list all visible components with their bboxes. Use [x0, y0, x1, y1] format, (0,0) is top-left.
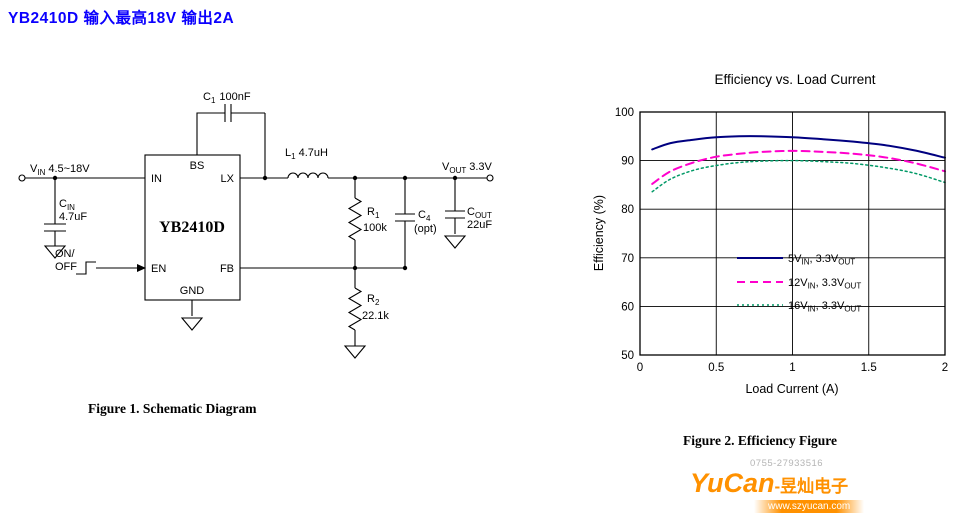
svg-text:70: 70: [621, 253, 634, 265]
svg-text:0: 0: [637, 362, 643, 374]
ic-yb2410d: BS IN LX EN FB GND YB2410D: [144, 154, 241, 301]
ground-symbol: [180, 317, 204, 331]
watermark-phone: 0755-27933516: [750, 458, 824, 469]
svg-text:0.5: 0.5: [708, 362, 724, 374]
chart-tick-labels: 0 0.5 1 1.5 2 50 60 70 80 90 100: [615, 107, 948, 374]
y-axis-label: Efficiency (%): [592, 195, 606, 271]
svg-text:1: 1: [789, 362, 795, 374]
cout-value: 22uF: [467, 219, 492, 231]
chart-series: [651, 135, 946, 193]
off-label: OFF: [55, 261, 77, 273]
resistor-r2: R2 22.1k: [343, 268, 389, 359]
pin-in: IN: [151, 173, 162, 185]
pin-en: EN: [151, 263, 166, 275]
svg-text:80: 80: [621, 204, 634, 216]
efficiency-chart: Efficiency vs. Load Current 0 0.5 1 1.5 2 50 6…: [592, 72, 948, 396]
page-title: YB2410D 输入最高18V 输出2A: [8, 10, 235, 27]
c4-label: C4: [418, 209, 431, 223]
pin-bs: BS: [190, 160, 205, 172]
chart-title: Efficiency vs. Load Current: [714, 72, 875, 87]
svg-text:60: 60: [621, 301, 634, 313]
legend-label-16vin: 16VIN, 3.3VOUT: [788, 300, 861, 314]
svg-text:2: 2: [942, 362, 948, 374]
resistor-r1: R1 100k: [347, 175, 387, 268]
on-label: ON/: [55, 248, 76, 260]
pin-gnd: GND: [180, 285, 205, 297]
watermark-site: www.szyucan.com: [754, 500, 865, 513]
plot-border: [639, 111, 946, 356]
capacitor-cout: COUT 22uF: [443, 175, 492, 249]
watermark-brand: YuCan-昱灿电子: [690, 468, 848, 499]
cout-label: COUT: [467, 206, 492, 220]
ground-symbol: [343, 345, 367, 359]
capacitor-cin: CIN 4.7uF: [43, 175, 87, 259]
svg-text:50: 50: [621, 350, 634, 362]
r2-value: 22.1k: [362, 310, 389, 322]
r1-value: 100k: [363, 222, 387, 234]
chart-legend: 5VIN, 3.3VOUT 12VIN, 3.3VOUT 16VIN, 3.3V…: [737, 253, 861, 314]
ic-name: YB2410D: [159, 219, 225, 236]
r2-label: R2: [367, 293, 380, 307]
enable-drive: ON/ OFF: [55, 248, 146, 275]
watermark-brand-cn: -昱灿电子: [774, 477, 849, 496]
arrow-icon: [137, 264, 146, 272]
cin-value: 4.7uF: [59, 211, 87, 223]
r1-label: R1: [367, 206, 380, 220]
pin-fb: FB: [220, 263, 234, 275]
svg-text:100: 100: [615, 107, 634, 119]
capacitor-c4: C4 (opt): [395, 175, 437, 268]
feedback-wire: [240, 265, 408, 271]
x-axis-label: Load Current (A): [745, 382, 838, 396]
ground-symbol: [443, 235, 467, 249]
figure1-caption: Figure 1. Schematic Diagram: [88, 401, 257, 416]
c4-value: (opt): [414, 223, 437, 235]
watermark: 0755-27933516 YuCan-昱灿电子 www.szyucan.com: [688, 452, 903, 514]
cin-label: CIN: [59, 198, 75, 212]
legend-label-12vin: 12VIN, 3.3VOUT: [788, 277, 861, 291]
gnd-pin-wire: [180, 300, 204, 331]
pulse-waveform-icon: [76, 261, 96, 275]
watermark-brand-en: YuCan: [690, 468, 775, 498]
legend-label-5vin: 5VIN, 3.3VOUT: [788, 253, 855, 267]
svg-text:1.5: 1.5: [861, 362, 877, 374]
svg-text:90: 90: [621, 156, 634, 168]
pin-lx: LX: [221, 173, 235, 185]
ground-symbol: [43, 245, 67, 259]
figure2-caption: Figure 2. Efficiency Figure: [683, 433, 837, 448]
